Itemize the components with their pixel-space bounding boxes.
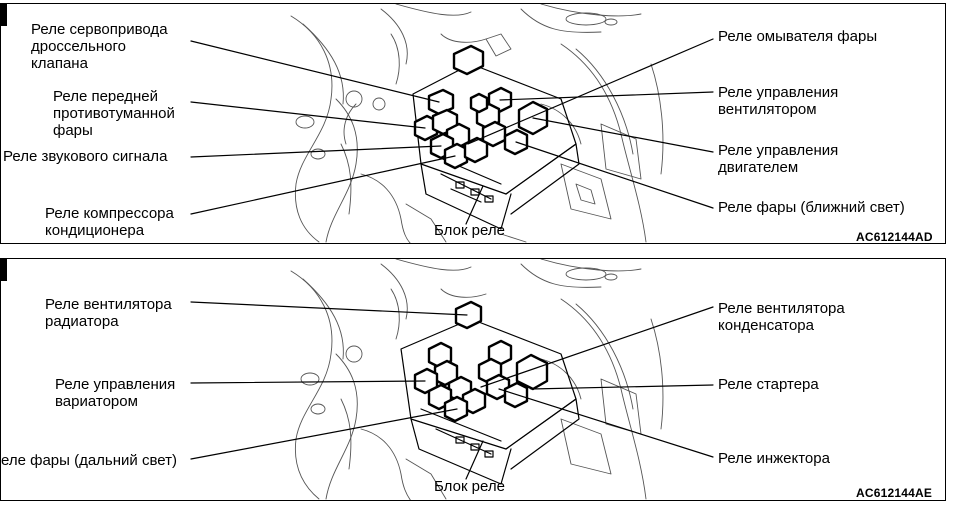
relay-small xyxy=(469,92,489,114)
engine-bay-drawing xyxy=(190,4,714,243)
leader-lines xyxy=(190,38,714,225)
label-lowbeam-relay: Реле фары (ближний свет) xyxy=(718,199,905,216)
label-fan-control-relay: Реле управления вентилятором xyxy=(718,84,839,118)
label-highbeam-relay: еле фары (дальний свет) xyxy=(1,452,177,469)
relay-fog xyxy=(413,114,439,142)
label-ac-relay: Реле компрессора кондиционера xyxy=(45,205,174,239)
label-relay-block: Блок реле xyxy=(434,478,505,495)
relay-block-outline xyxy=(400,318,580,485)
relay-throttle xyxy=(427,88,455,116)
label-fog-relay: Реле передней противотуманной фары xyxy=(53,88,175,139)
relay-washer xyxy=(452,44,485,76)
relay-center-5 xyxy=(463,136,489,164)
label-starter-relay: Реле стартера xyxy=(718,376,819,393)
diagram-panel-top: Реле сервопривода дроссельного клапана Р… xyxy=(0,3,946,244)
relay-ac xyxy=(443,142,469,170)
engine-bay-sketch xyxy=(290,259,664,500)
panel-tab-marker xyxy=(1,259,7,281)
label-condenser-fan-relay: Реле вентилятора конденсатора xyxy=(718,300,845,334)
relay-radiator-fan xyxy=(454,300,483,330)
engine-bay-sketch xyxy=(290,4,664,243)
diagram-panel-bottom: Реле вентилятора радиатора Реле управлен… xyxy=(0,258,946,501)
leader-lines xyxy=(190,301,714,480)
figure-code: AC612144AE xyxy=(856,486,933,500)
label-relay-block: Блок реле xyxy=(434,222,505,239)
label-horn-relay: Реле звукового сигнала xyxy=(3,148,168,165)
label-cvt-relay: Реле управления вариатором xyxy=(55,376,176,410)
label-washer-relay: Реле омывателя фары xyxy=(718,28,878,45)
label-throttle-relay: Реле сервопривода дроссельного клапана xyxy=(31,21,168,72)
label-engine-relay: Реле управления двигателем xyxy=(718,142,839,176)
relay-group xyxy=(413,300,549,423)
engine-bay-drawing xyxy=(190,259,714,500)
panel-tab-marker xyxy=(1,4,7,26)
relay-large xyxy=(515,353,549,391)
relay-group xyxy=(413,44,549,170)
label-radiator-fan-relay: Реле вентилятора радиатора xyxy=(45,296,172,330)
figure-code: AC612144AD xyxy=(856,230,933,244)
label-injector-relay: Реле инжектора xyxy=(718,450,830,467)
